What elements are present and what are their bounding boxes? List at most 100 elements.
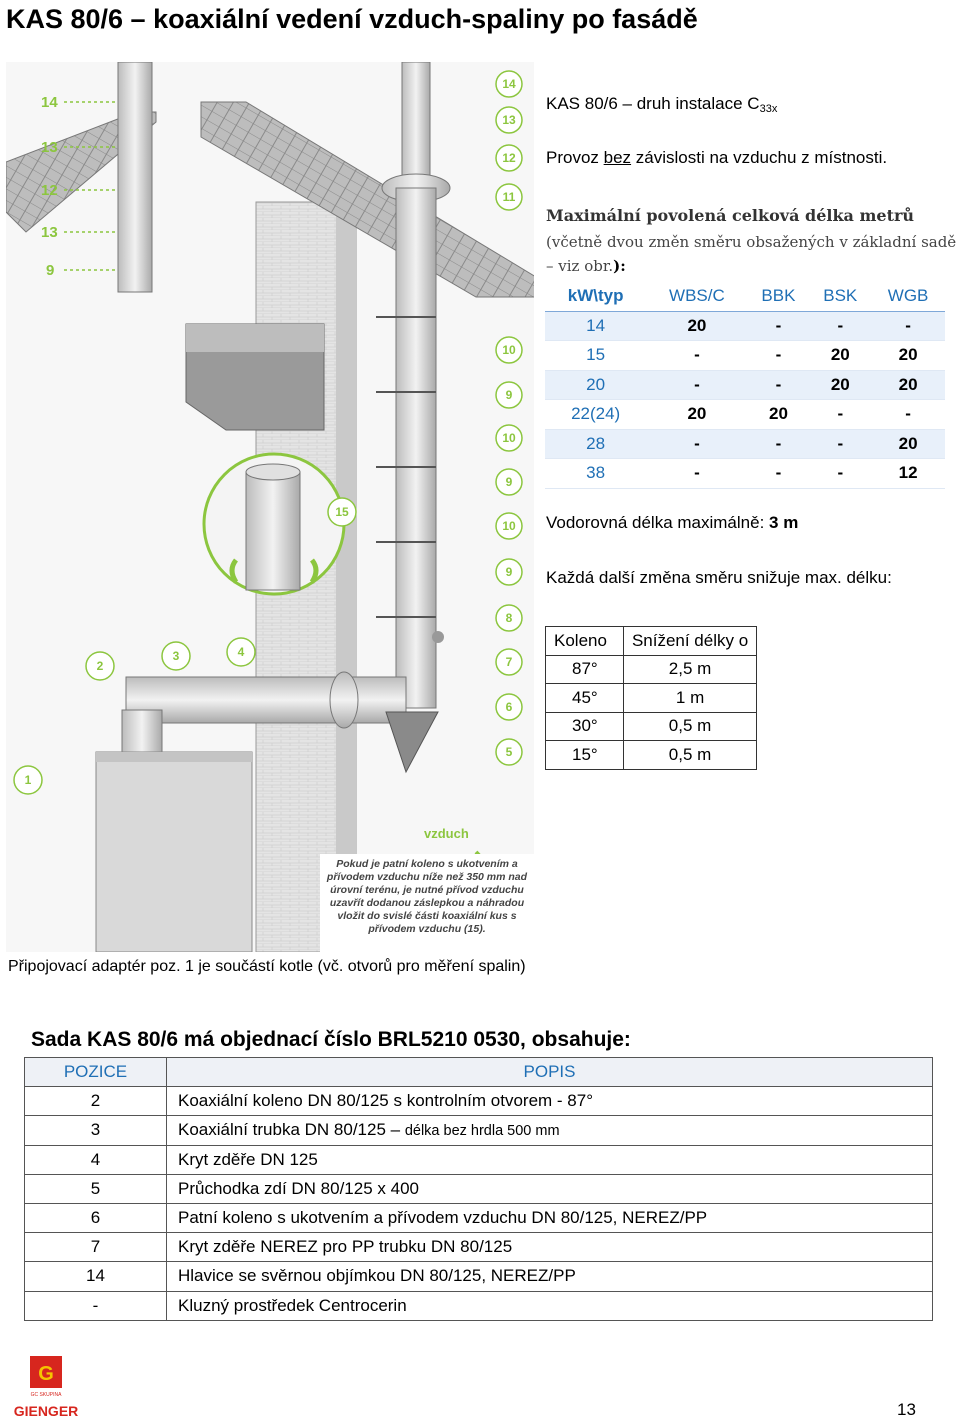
- marker-right-4: 11: [503, 190, 516, 204]
- boiler: [95, 751, 253, 952]
- table-cell: 22(24): [545, 399, 647, 430]
- table-cell: Kryt zděře NEREZ pro PP trubku DN 80/125: [166, 1232, 933, 1263]
- table-cell: -: [747, 340, 810, 371]
- main-flue-pipe: [401, 62, 431, 183]
- table-cell: 3: [24, 1115, 167, 1146]
- table-cell: -: [646, 429, 748, 459]
- marker-1: 1: [25, 773, 32, 787]
- kw-header-4: WGB: [871, 282, 945, 312]
- parts-header-description: POPIS: [166, 1056, 933, 1088]
- marker-right-6: 9: [506, 388, 513, 402]
- max-length-heading: Maximální povolená celková délka metrů: [546, 206, 915, 225]
- page-number: 13: [897, 1400, 916, 1419]
- table-cell: 38: [545, 458, 647, 489]
- marker-right-12: 7: [506, 655, 513, 669]
- table-cell: 2,5 m: [622, 654, 758, 684]
- table-cell: Kluzný prostředek Centrocerin: [166, 1290, 933, 1321]
- kw-header-0: kW\typ: [545, 282, 647, 312]
- marker-right-8: 9: [506, 475, 513, 489]
- marker-15: 15: [335, 505, 349, 519]
- table-cell: -: [24, 1290, 167, 1321]
- table-cell: 12: [871, 458, 945, 489]
- table-cell: -: [809, 311, 872, 341]
- marker-left-5: 9: [46, 262, 54, 279]
- page-title: KAS 80/6 – koaxiální vedení vzduch-spali…: [6, 4, 698, 34]
- right-roof: [200, 101, 534, 298]
- table-cell: 20: [871, 429, 945, 459]
- table-cell: 20: [545, 370, 647, 400]
- table-cell: Hlavice se svěrnou objímkou DN 80/125, N…: [166, 1261, 933, 1292]
- marker-right-10: 9: [506, 565, 513, 579]
- table-cell: 20: [646, 399, 748, 430]
- marker-right-3: 12: [502, 151, 516, 165]
- table-row: 87°2,5 m: [545, 654, 758, 684]
- table-cell: Koaxiální trubka DN 80/125 – délka bez h…: [166, 1115, 933, 1146]
- marker-left-3: 12: [41, 182, 58, 199]
- max-length-subheading: (včetně dvou změn směru obsažených v zák…: [546, 233, 957, 275]
- table-cell: -: [809, 399, 872, 430]
- marker-left-4: 13: [41, 224, 58, 241]
- marker-left-2: 13: [41, 139, 58, 156]
- bend-header-0: Koleno: [545, 626, 624, 656]
- table-cell: 2: [24, 1086, 167, 1117]
- table-cell: -: [646, 458, 748, 489]
- table-row: 30°0,5 m: [545, 711, 758, 741]
- marker-2: 2: [97, 659, 104, 673]
- kw-header-2: BBK: [747, 282, 810, 312]
- parts-header-position: POZICE: [24, 1056, 167, 1088]
- table-cell: -: [646, 370, 748, 400]
- gienger-logo: G GC SKUPINA GIENGER: [14, 1356, 78, 1419]
- wall-bracket: [385, 711, 439, 774]
- table-cell: 7: [24, 1232, 167, 1263]
- marker-right-1: 14: [502, 77, 516, 91]
- table-cell: 20: [871, 340, 945, 371]
- table-cell: -: [747, 458, 810, 489]
- kw-header-1: WBS/C: [646, 282, 748, 312]
- horizontal-length: Vodorovná délka maximálně: 3 m: [546, 513, 799, 532]
- kw-header-3: BSK: [809, 282, 872, 312]
- left-flue-pipe: [117, 62, 153, 293]
- marker-right-13: 6: [506, 700, 513, 714]
- table-cell: 20: [871, 370, 945, 400]
- table-cell: 1 m: [622, 683, 758, 713]
- table-cell: Kryt zděře DN 125: [166, 1144, 933, 1175]
- table-cell: -: [747, 311, 810, 341]
- marker-right-9: 10: [502, 519, 516, 533]
- table-cell: 0,5 m: [622, 711, 758, 741]
- table-cell: -: [747, 429, 810, 459]
- table-row: -Kluzný prostředek Centrocerin: [24, 1290, 933, 1321]
- table-header-row: POZICE POPIS: [24, 1056, 933, 1088]
- table-row: 15°0,5 m: [545, 740, 758, 770]
- note-text: Pokud je patní koleno s ukotvením a přív…: [326, 858, 528, 935]
- marker-left-1: 14: [41, 94, 58, 111]
- marker-right-5: 10: [502, 343, 516, 357]
- table-cell: 20: [809, 370, 872, 400]
- table-cell: 30°: [545, 711, 624, 741]
- table-cell: Průchodka zdí DN 80/125 x 400: [166, 1173, 933, 1204]
- table-cell: 6: [24, 1202, 167, 1234]
- table-cell: -: [747, 370, 810, 400]
- table-row: 28---20: [545, 429, 945, 459]
- table-cell: 5: [24, 1173, 167, 1204]
- table-cell: 0,5 m: [622, 740, 758, 770]
- table-cell: 28: [545, 429, 647, 459]
- table-cell: 14: [545, 311, 647, 341]
- bend-header-1: Snížení délky o: [622, 626, 758, 656]
- kit-heading: Sada KAS 80/6 má objednací číslo BRL5210…: [31, 1028, 631, 1051]
- table-cell: -: [646, 340, 748, 371]
- table-cell: 45°: [545, 683, 624, 713]
- marker-3: 3: [173, 649, 180, 663]
- table-cell: 15: [545, 340, 647, 371]
- table-cell: 20: [646, 311, 748, 341]
- bend-info: Každá další změna směru snižuje max. dél…: [546, 568, 892, 587]
